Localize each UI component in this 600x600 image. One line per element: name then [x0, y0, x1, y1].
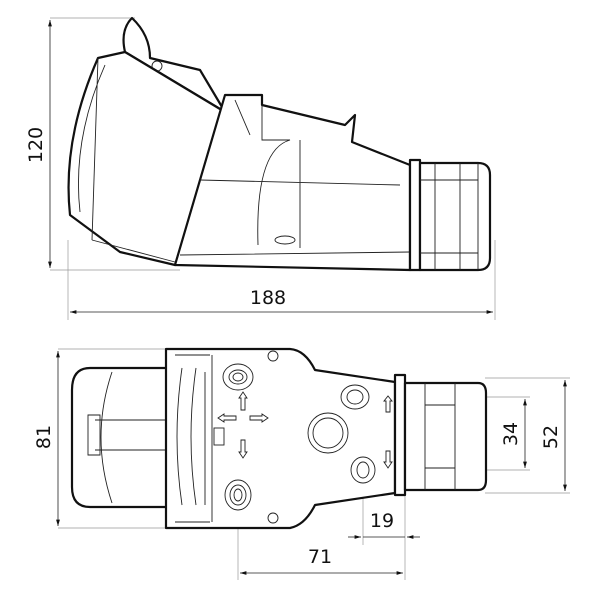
- gland-inner-dim-label: 34: [500, 422, 522, 446]
- width-dim-label: 81: [33, 425, 55, 449]
- gland-flange-top: [393, 373, 407, 497]
- mount-dim-label: 71: [308, 546, 332, 568]
- length-dim-label: 188: [250, 287, 286, 309]
- socket-front: [67, 50, 227, 267]
- cable-gland: [418, 161, 492, 272]
- side-view: 120 188: [25, 16, 496, 320]
- gland-length-dim-label: 19: [370, 510, 394, 532]
- socket-body-top: [70, 366, 170, 509]
- gland-flange: [408, 158, 422, 272]
- mounting-holes: [222, 350, 376, 524]
- cable-gland-top: [403, 381, 488, 492]
- top-view: 81 34 52 19 71: [33, 347, 570, 580]
- height-dim-label: 120: [25, 127, 47, 163]
- direction-arrows: [217, 391, 393, 469]
- gland-outer-dim-label: 52: [540, 425, 562, 449]
- housing-top: [164, 347, 397, 530]
- socket-lid: [122, 16, 227, 114]
